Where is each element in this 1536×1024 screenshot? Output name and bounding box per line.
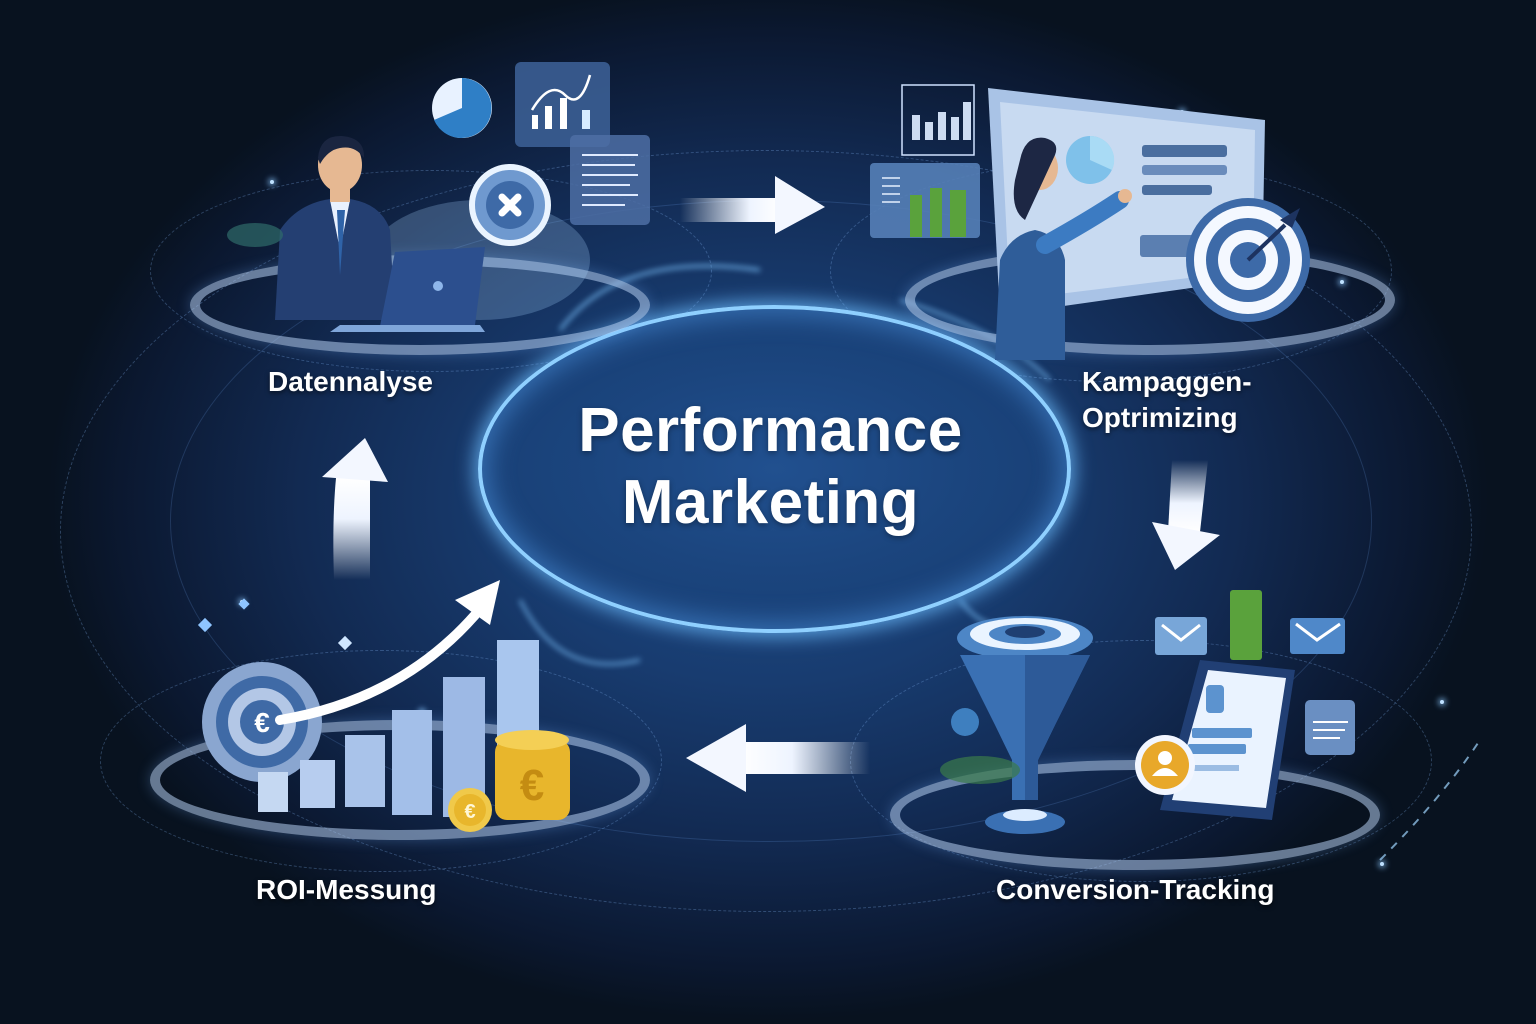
center-ellipse — [478, 305, 1071, 633]
page-title: Performance Marketing — [478, 395, 1063, 539]
bar-chart-card-icon — [515, 62, 610, 147]
sparkle — [1380, 862, 1384, 866]
euro-coins-icon: € € — [448, 730, 570, 832]
stage-label-kampagnen: Kampaggen- Optrimizing — [1082, 364, 1252, 436]
smartphone-icon — [1160, 660, 1295, 820]
mail-icon — [1155, 617, 1207, 655]
arrow-up-icon — [322, 438, 388, 580]
outer-orbit — [60, 150, 1472, 912]
arrow-left-icon — [686, 724, 870, 792]
green-bar-chart-icon — [870, 163, 980, 238]
stage-label-roi: ROI-Messung — [256, 874, 437, 905]
title-line-2: Marketing — [621, 468, 920, 537]
woman-figure — [995, 137, 1132, 360]
man-figure — [275, 135, 395, 320]
sparkle — [1440, 700, 1444, 704]
svg-text:€: € — [464, 801, 475, 823]
document-card-icon — [570, 135, 650, 225]
roi-illustration: € € € — [197, 580, 570, 832]
arrow-right-icon — [680, 176, 825, 234]
svg-text:€: € — [520, 761, 544, 810]
datenanalyse-illustration — [227, 62, 650, 332]
laptop-icon — [330, 247, 485, 332]
euro-target-icon: € — [202, 662, 322, 782]
orbit-bottom-left — [100, 650, 662, 872]
kampagnen-illustration — [870, 84, 1310, 360]
stage-label-kampagnen-line-1: Kampaggen- — [1082, 366, 1252, 397]
mail-icon — [1290, 618, 1345, 654]
target-icon — [1186, 198, 1310, 322]
stage-label-kampagnen-line-2: Optrimizing — [1082, 402, 1238, 433]
growth-arrow-icon — [275, 580, 500, 725]
conversion-illustration — [940, 590, 1355, 834]
title-line-1: Performance — [578, 396, 963, 465]
arrow-down-icon — [1152, 460, 1220, 570]
stage-label-datenanalyse: Datennalyse — [268, 366, 433, 397]
bar-chart-card-icon — [901, 84, 975, 156]
document-card-icon — [1305, 700, 1355, 755]
settings-badge-icon — [469, 164, 551, 246]
svg-text:€: € — [254, 707, 270, 738]
stage-label-conversion: Conversion-Tracking — [996, 874, 1275, 905]
user-badge-icon — [1135, 735, 1195, 795]
green-bar — [1230, 590, 1262, 660]
funnel-icon — [957, 616, 1093, 834]
sparkle — [270, 180, 274, 184]
pie-chart-icon — [432, 78, 492, 138]
orbit-top-left — [150, 170, 712, 372]
